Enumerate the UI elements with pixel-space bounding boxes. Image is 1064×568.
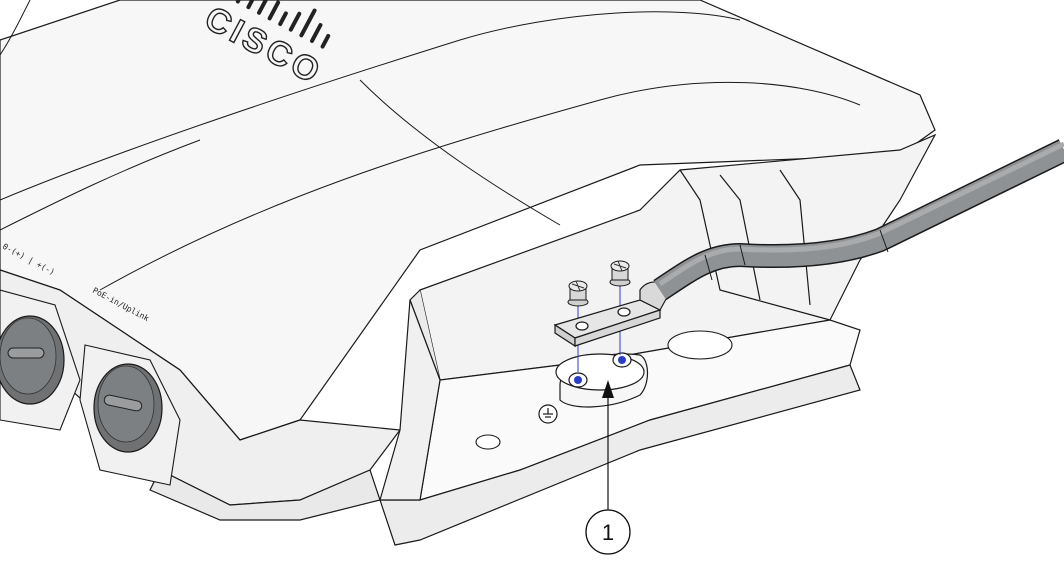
cisco-bridge-bars-icon: [235, 0, 331, 49]
mounting-hole: [475, 434, 501, 450]
callout-number: 1: [602, 520, 614, 545]
lid-seams: [0, 0, 861, 291]
screw-left: [567, 280, 589, 307]
port-cap-left: [0, 289, 81, 431]
ground-cable: [653, 139, 1064, 300]
port-cap-right: [79, 344, 181, 486]
ground-lug-plate: [553, 281, 671, 348]
callout-bubble: [585, 509, 631, 555]
rear-mount-recess: [379, 133, 937, 546]
callout-1: 1: [585, 380, 631, 555]
floor-holes: [475, 330, 733, 450]
ap-housing: [0, 0, 936, 521]
ground-symbol-icon: [538, 404, 558, 424]
mounting-slot: [667, 330, 733, 360]
screw-right: [609, 260, 631, 287]
callout-arrowhead: [602, 380, 614, 398]
